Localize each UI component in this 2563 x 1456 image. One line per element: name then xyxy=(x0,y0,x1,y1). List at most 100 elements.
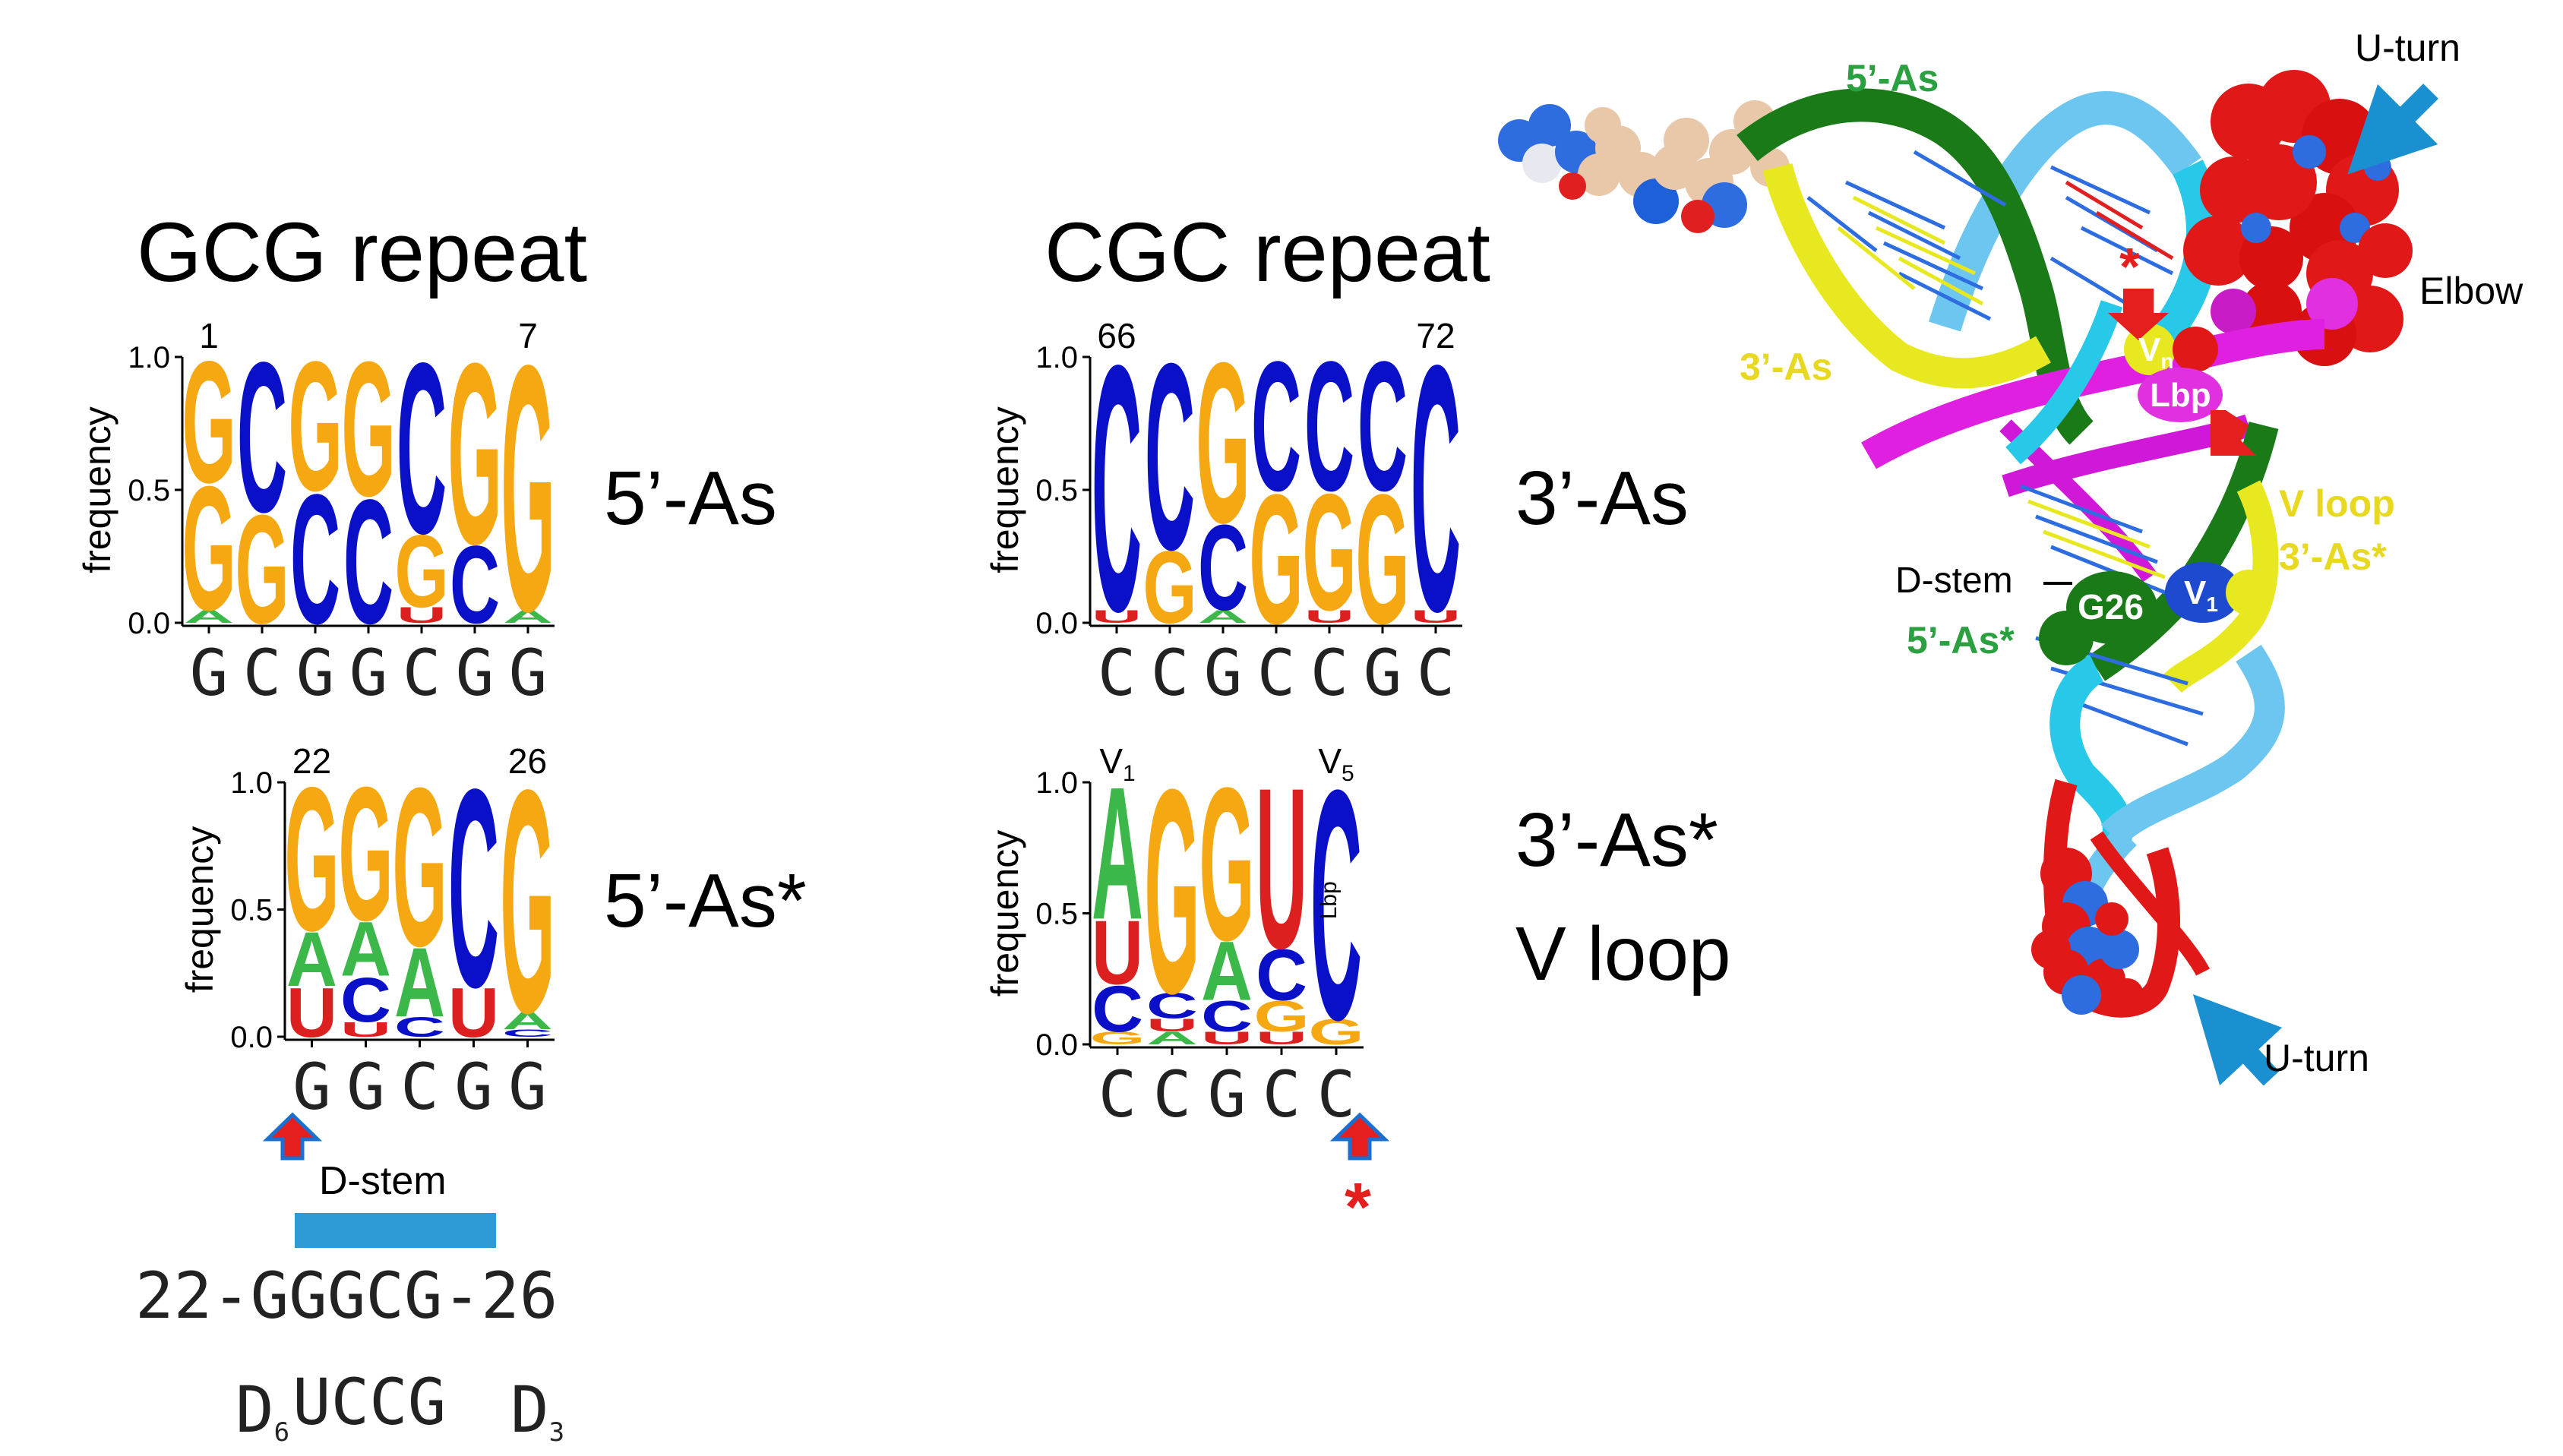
logo-letter-U: U xyxy=(448,973,499,1052)
y-tick-label: 0.0 xyxy=(1035,607,1078,640)
structure-asterisk: * xyxy=(2119,237,2141,296)
logo-letter-U: U xyxy=(1256,1028,1307,1048)
dstem-d6-label: D6 xyxy=(235,1372,289,1448)
logo-letter-A: A xyxy=(1198,606,1248,627)
v-loop-label: V loop xyxy=(2279,482,2395,525)
logo-letter-U: U xyxy=(1201,1028,1253,1048)
logo-letter-C: C xyxy=(343,463,393,661)
three-as-label: 3’-As xyxy=(1740,346,1832,388)
anticodon-spheres xyxy=(2031,848,2144,1015)
dstem-sequence-top: 22-GGGCG-26 xyxy=(135,1259,558,1333)
y-tick-label: 0.5 xyxy=(1035,898,1078,931)
lbp-inner-label: Lbp xyxy=(1316,881,1342,919)
label-5as-star: 5’-As* xyxy=(604,858,807,943)
y-axis-label: frequency xyxy=(76,406,119,573)
v1-label: V1 xyxy=(2184,574,2218,616)
logo-letter-U: U xyxy=(1092,902,1143,1004)
logo-letter-A: A xyxy=(503,606,553,627)
consensus-letter: C xyxy=(1151,636,1190,710)
logo-letter-C: C xyxy=(1304,323,1354,529)
y-axis-label: frequency xyxy=(179,826,221,993)
start-position-label: 66 xyxy=(1097,316,1136,355)
end-position-label: 26 xyxy=(508,741,547,781)
consensus-letter: C xyxy=(1317,1057,1356,1132)
consensus-letter: G xyxy=(1204,636,1243,710)
y-tick-label: 1.0 xyxy=(1035,341,1078,374)
logo-letter-C: C xyxy=(502,1028,553,1040)
consensus-letter: C xyxy=(243,636,282,710)
y-axis-label: frequency xyxy=(984,830,1026,997)
logo-letter-G: G xyxy=(1249,456,1303,662)
logo-letter-A: A xyxy=(1146,1028,1198,1048)
consensus-letter: G xyxy=(296,636,335,710)
logo-letter-C: C xyxy=(290,456,340,662)
three-as-strand xyxy=(1762,163,2051,389)
logo-letter-C: C xyxy=(1198,500,1248,636)
logo-letter-C: C xyxy=(448,731,499,1047)
logo-letter-U: U xyxy=(1304,606,1354,627)
five-as-strand xyxy=(1737,88,2094,445)
logo-letter-G: G xyxy=(501,292,555,684)
acceptor-end-spheres xyxy=(1498,100,1790,233)
lbp-label: Lbp xyxy=(2150,377,2211,414)
logo-letter-G: G xyxy=(394,513,448,630)
logo-letter-C: C xyxy=(394,1011,445,1043)
label-3as-star: 3’-As* xyxy=(1515,797,1718,883)
consensus-letter: C xyxy=(1098,636,1136,710)
logo-letter-C: C xyxy=(1092,292,1142,684)
logo-letter-U: U xyxy=(1146,1015,1198,1035)
logo-letter-G: G xyxy=(1355,456,1409,662)
end-position-label: 7 xyxy=(518,316,538,355)
logo-letter-G: G xyxy=(338,748,393,961)
red-arrow-lbp-icon xyxy=(2211,410,2256,456)
consensus-letter: G xyxy=(190,636,229,710)
label-vloop: V loop xyxy=(1515,911,1731,996)
y-tick-label: 1.0 xyxy=(128,341,170,374)
logo-letter-G: G xyxy=(235,482,289,655)
end-position-label: 72 xyxy=(1416,316,1455,355)
consensus-letter: C xyxy=(403,636,441,710)
start-position-label: 1 xyxy=(199,316,219,355)
logo-letter-A: A xyxy=(1092,747,1143,959)
logo-letter-U: U xyxy=(1092,606,1142,627)
logo-letter-C: C xyxy=(1092,972,1143,1046)
consensus-letter: G xyxy=(1364,636,1402,710)
helix-ribbon xyxy=(1928,91,2201,332)
logo-letter-C: C xyxy=(1411,292,1461,684)
logo-letter-C: C xyxy=(1256,935,1307,1016)
y-tick-label: 1.0 xyxy=(1035,766,1078,800)
logo-letter-G: G xyxy=(392,740,447,993)
logo-letter-G: G xyxy=(284,744,339,974)
logo-letter-U: U xyxy=(397,603,447,627)
logo-letter-C: C xyxy=(237,318,287,557)
y-axis-label: frequency xyxy=(984,406,1026,573)
logo-letter-C: C xyxy=(1251,323,1301,529)
logo-letter-G: G xyxy=(500,724,555,1079)
consensus-letter: C xyxy=(1263,1057,1301,1132)
logo-letter-C: C xyxy=(450,523,500,646)
consensus-letter: C xyxy=(1257,636,1296,710)
lbp-sphere xyxy=(2138,368,2223,422)
d-stem-label: D-stem xyxy=(1895,561,2013,601)
y-tick-label: 0.5 xyxy=(230,894,273,927)
five-as-label: 5’-As xyxy=(1846,57,1939,99)
logo-letter-A: A xyxy=(184,606,234,627)
y-tick-label: 1.0 xyxy=(230,766,273,800)
end-position-label: V5 xyxy=(1318,741,1354,786)
v1-sphere xyxy=(2165,562,2241,623)
elbow-label: Elbow xyxy=(2419,270,2523,312)
logo-letter-U: U xyxy=(286,973,337,1052)
logo-letter-A: A xyxy=(1201,924,1253,1018)
logo-letter-G: G xyxy=(182,450,235,648)
logo-letter-C: C xyxy=(1310,722,1362,1088)
five-as-star-label: 5’-As* xyxy=(1907,619,2015,662)
y-tick-label: 0.0 xyxy=(1035,1028,1078,1062)
logo-letter-G: G xyxy=(1302,459,1356,645)
consensus-letter: G xyxy=(456,636,495,710)
logo-letter-G: G xyxy=(341,323,395,537)
consensus-letter: C xyxy=(1310,636,1349,710)
logo-letter-U: U xyxy=(1256,741,1307,996)
logo-letter-G: G xyxy=(1253,991,1309,1041)
